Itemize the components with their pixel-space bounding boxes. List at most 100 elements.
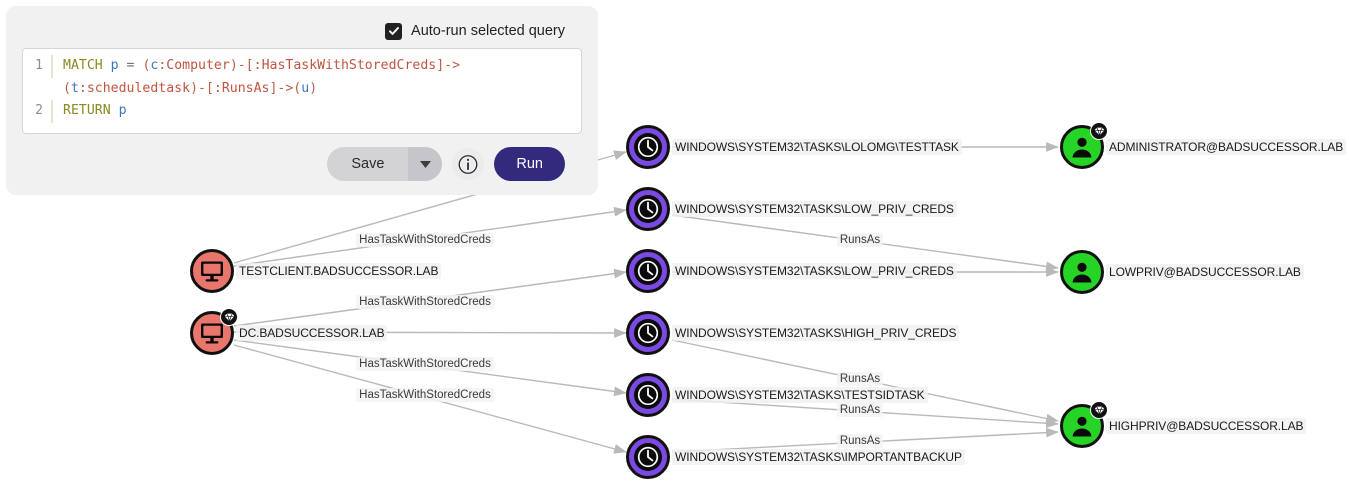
- code-token: [103, 58, 111, 73]
- node-glyph: [626, 311, 670, 355]
- edge-label: RunsAs: [836, 403, 884, 417]
- graph-node-task3[interactable]: [626, 249, 670, 293]
- code-token: p: [118, 103, 127, 118]
- graph-node-dc[interactable]: [190, 308, 238, 355]
- node-label-task1: WINDOWS\SYSTEM32\TASKS\LOLOMG\TESTTASK: [672, 139, 962, 155]
- graph-node-lowpriv[interactable]: [1060, 250, 1104, 294]
- high-value-badge: [1090, 401, 1108, 419]
- clock-icon: [637, 446, 659, 468]
- graph-node-task1[interactable]: [626, 125, 670, 169]
- node-glyph: [626, 125, 670, 169]
- edge-label: RunsAs: [836, 233, 884, 247]
- code-line-2: 2 RETURN p: [23, 100, 581, 123]
- code-token: ]->(: [269, 80, 302, 96]
- clock-icon: [637, 384, 659, 406]
- edge-label: HasTaskWithStoredCreds: [356, 357, 494, 371]
- clock-icon: [637, 260, 659, 282]
- line-number-1: 1: [23, 55, 53, 78]
- node-label-task2: WINDOWS\SYSTEM32\TASKS\LOW_PRIV_CREDS: [672, 201, 957, 217]
- code-token: [111, 103, 119, 118]
- node-glyph: [1060, 125, 1104, 169]
- autorun-row: Auto-run selected query: [22, 16, 582, 46]
- info-button[interactable]: [452, 148, 485, 180]
- graph-node-admin[interactable]: [1060, 122, 1108, 169]
- autorun-label: Auto-run selected query: [411, 23, 565, 39]
- code-token: p: [110, 58, 119, 73]
- node-label-testclient: TESTCLIENT.BADSUCCESSOR.LAB: [236, 263, 442, 279]
- code-token: (: [142, 58, 151, 73]
- code-token: =: [118, 58, 143, 73]
- code-token: )-[: [190, 80, 214, 96]
- node-glyph: [626, 249, 670, 293]
- diamond-icon: [224, 312, 234, 322]
- user-person-icon: [1072, 262, 1092, 283]
- computer-monitor-icon: [201, 261, 223, 282]
- computer-monitor-icon: [201, 323, 223, 344]
- code-token: ): [309, 80, 318, 96]
- graph-node-task2[interactable]: [626, 187, 670, 231]
- node-glyph: [626, 435, 670, 479]
- check-icon: [388, 27, 399, 35]
- clock-icon: [637, 322, 659, 344]
- node-label-task3: WINDOWS\SYSTEM32\TASKS\LOW_PRIV_CREDS: [672, 263, 957, 279]
- high-value-badge: [220, 308, 238, 326]
- node-disc: [626, 311, 670, 355]
- node-glyph: [190, 249, 234, 293]
- line-number-2: 2: [23, 100, 53, 123]
- node-label-task4: WINDOWS\SYSTEM32\TASKS\HIGH_PRIV_CREDS: [672, 325, 960, 341]
- graph-node-task4[interactable]: [626, 311, 670, 355]
- autorun-checkbox[interactable]: [385, 22, 403, 40]
- graph-node-task5[interactable]: [626, 373, 670, 417]
- graph-node-testclient[interactable]: [190, 249, 234, 293]
- save-dropdown-button[interactable]: [408, 147, 443, 181]
- query-editor-panel: Auto-run selected query 1 MATCH p = (c:C…: [6, 6, 598, 195]
- save-button[interactable]: Save: [327, 147, 409, 181]
- code-token: MATCH: [63, 58, 103, 73]
- code-token: ]->: [436, 58, 461, 73]
- node-disc: [1060, 250, 1104, 294]
- node-label-admin: ADMINISTRATOR@BADSUCCESSOR.LAB: [1106, 139, 1347, 155]
- graph-node-highpriv[interactable]: [1060, 401, 1108, 448]
- diamond-icon: [1094, 126, 1104, 136]
- cypher-code-editor[interactable]: 1 MATCH p = (c:Computer)-[:HasTaskWithSt…: [22, 48, 582, 134]
- edge-label: RunsAs: [836, 372, 884, 386]
- node-glyph: [626, 373, 670, 417]
- code-line-1: 1 MATCH p = (c:Computer)-[:HasTaskWithSt…: [23, 55, 581, 100]
- node-label-task6: WINDOWS\SYSTEM32\TASKS\IMPORTANTBACKUP: [672, 449, 965, 465]
- edge-label: HasTaskWithStoredCreds: [356, 233, 494, 247]
- chevron-down-icon: [419, 160, 431, 168]
- code-token: :Computer: [158, 58, 230, 73]
- code-token: :scheduledtask: [78, 80, 191, 96]
- code-token: (: [63, 80, 71, 96]
- code-token: :RunsAs: [213, 80, 270, 96]
- code-line-1-text[interactable]: MATCH p = (c:Computer)-[:HasTaskWithStor…: [53, 55, 581, 100]
- node-label-highpriv: HIGHPRIV@BADSUCCESSOR.LAB: [1106, 418, 1307, 434]
- info-circle-icon: [458, 154, 478, 174]
- save-button-group: Save: [327, 147, 443, 181]
- run-button[interactable]: Run: [494, 147, 565, 181]
- code-line-2-text[interactable]: RETURN p: [53, 100, 127, 123]
- node-label-task5: WINDOWS\SYSTEM32\TASKS\TESTSIDTASK: [672, 387, 928, 403]
- diamond-icon: [1094, 405, 1104, 415]
- node-glyph: [1060, 250, 1104, 294]
- node-label-lowpriv: LOWPRIV@BADSUCCESSOR.LAB: [1106, 264, 1304, 280]
- user-person-icon: [1072, 137, 1092, 158]
- user-person-icon: [1072, 416, 1092, 437]
- edge-label: HasTaskWithStoredCreds: [356, 388, 494, 402]
- node-glyph: [626, 187, 670, 231]
- node-label-dc: DC.BADSUCCESSOR.LAB: [236, 325, 388, 341]
- query-actions-row: Save Run: [22, 147, 582, 181]
- graph-node-task6[interactable]: [626, 435, 670, 479]
- high-value-badge: [1090, 122, 1108, 140]
- code-token: c: [150, 58, 159, 73]
- code-token: RETURN: [63, 103, 111, 118]
- code-token: u: [301, 80, 310, 96]
- clock-icon: [637, 136, 659, 158]
- code-token: t: [70, 80, 79, 96]
- node-glyph: [190, 311, 234, 355]
- edge-label: RunsAs: [836, 434, 884, 448]
- clock-icon: [637, 198, 659, 220]
- code-token: :HasTaskWithStoredCreds: [253, 58, 437, 73]
- node-glyph: [1060, 404, 1104, 448]
- code-token: )-[: [229, 58, 254, 73]
